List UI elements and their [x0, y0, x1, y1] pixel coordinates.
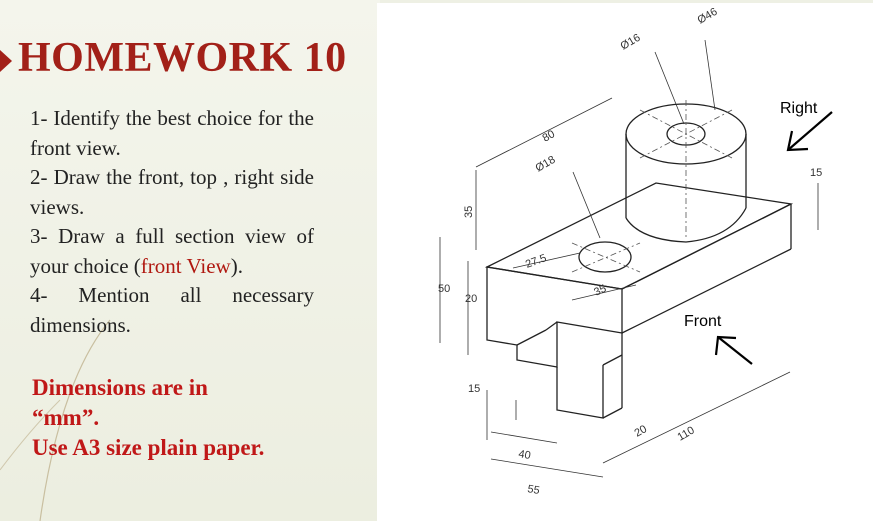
right-arrow-icon [787, 111, 833, 151]
isometric-drawing: Ø46 Ø16 80 Ø18 35 27.5 15 35 50 20 15 20… [438, 6, 833, 497]
decorative-curve [0, 319, 111, 521]
notes-block: Dimensions are in “mm”. Use A3 size plai… [32, 373, 264, 463]
view-arrows [714, 111, 833, 365]
slide-title: HOMEWORK 10 [18, 35, 347, 81]
dim-d46: Ø46 [696, 6, 720, 27]
instruction-item-2: 2- Draw the front, top , right side view… [30, 165, 314, 219]
instruction-item-3-prefix: 3- Draw a full section view of your choi… [30, 224, 314, 278]
dim-d18: Ø18 [534, 154, 558, 175]
front-view-label: Front [684, 313, 722, 330]
note-line-1: Dimensions are in [32, 375, 208, 400]
view-labels: Right Front [684, 100, 818, 330]
front-arrow-icon [717, 336, 753, 365]
dim-d27-5: 27.5 [524, 252, 548, 271]
dim-d55: 55 [526, 483, 540, 497]
center-lines [571, 100, 733, 273]
dim-d35: 35 [463, 206, 475, 218]
dim-d35-top: 35 [592, 283, 608, 299]
instructions-list: 1- Identify the best choice for the fron… [30, 104, 314, 340]
dim-d16: Ø16 [619, 32, 643, 53]
dim-d20-bottom: 20 [633, 423, 650, 440]
dim-d40: 40 [517, 448, 531, 462]
dim-d15-right: 15 [810, 167, 822, 179]
dim-d20: 20 [465, 293, 477, 305]
right-view-label: Right [780, 100, 818, 117]
note-line-3: Use A3 size plain paper. [32, 435, 265, 460]
instruction-item-4: 4- Mention all necessary dimensions. [30, 283, 314, 337]
title-bullet-icon [0, 50, 12, 72]
dim-d80: 80 [541, 128, 558, 145]
dimension-lines [439, 39, 819, 478]
instruction-item-1: 1- Identify the best choice for the fron… [30, 106, 314, 160]
instruction-item-3-highlight: front View [140, 253, 231, 278]
dimension-texts: Ø46 Ø16 80 Ø18 35 27.5 15 35 50 20 15 20… [438, 6, 822, 497]
instruction-item-3: 3- Draw a full section view of your choi… [30, 222, 314, 281]
instruction-item-3-suffix: ). [230, 253, 243, 278]
dim-d110: 110 [676, 424, 697, 443]
dim-d50: 50 [438, 283, 450, 295]
dim-d15-slot: 15 [468, 383, 480, 395]
note-line-2: “mm”. [32, 405, 100, 430]
drawing-panel: Ø46 Ø16 80 Ø18 35 27.5 15 35 50 20 15 20… [377, 3, 873, 521]
slide-background [0, 0, 380, 521]
